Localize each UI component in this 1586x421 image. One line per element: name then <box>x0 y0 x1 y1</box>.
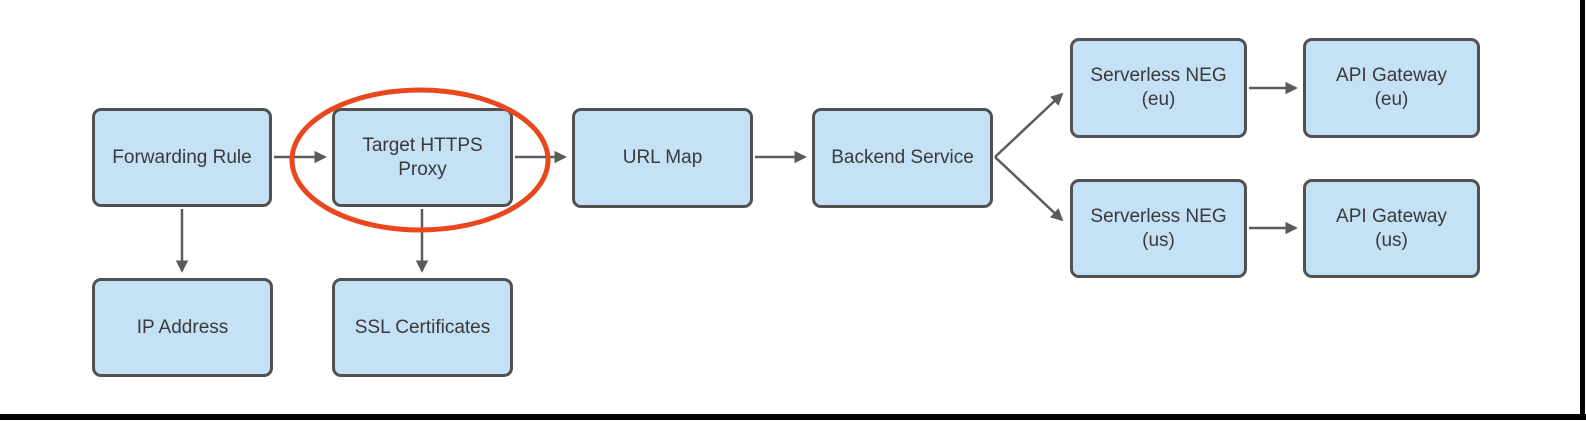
node-api-gateway-us: API Gateway (us) <box>1303 179 1480 278</box>
node-serverless-neg-eu-label: Serverless NEG (eu) <box>1090 65 1227 110</box>
right-frame-line <box>1580 0 1585 420</box>
node-serverless-neg-us: Serverless NEG (us) <box>1070 179 1247 278</box>
node-url-map-label: URL Map <box>622 147 703 168</box>
node-serverless-neg-us-label: Serverless NEG (us) <box>1090 205 1227 251</box>
bottom-frame-line <box>0 414 1586 420</box>
node-api-gateway-eu: API Gateway (eu) <box>1303 38 1480 138</box>
node-ssl-certificates-label: SSL Certificates <box>354 316 491 338</box>
node-serverless-neg-eu: Serverless NEG (eu) <box>1070 38 1247 138</box>
node-backend-service-label: Backend Service <box>831 147 974 168</box>
node-ip-address-label: IP Address <box>136 316 229 338</box>
node-api-gateway-eu-label: API Gateway (eu) <box>1336 65 1447 110</box>
node-ssl-certificates: SSL Certificates <box>332 278 513 377</box>
node-target-https-proxy: Target HTTPS Proxy <box>332 108 513 207</box>
node-forwarding-rule-label: Forwarding Rule <box>112 146 252 168</box>
node-api-gateway-us-label: API Gateway (us) <box>1336 205 1447 251</box>
node-target-https-proxy-label: Target HTTPS Proxy <box>362 134 483 180</box>
node-url-map: URL Map <box>572 108 753 208</box>
node-ip-address: IP Address <box>92 278 273 377</box>
arrow-backend-service-to-serverless-neg-us <box>994 156 1064 222</box>
node-backend-service: Backend Service <box>812 108 993 208</box>
arrow-backend-service-to-serverless-neg-eu <box>994 92 1064 158</box>
node-forwarding-rule: Forwarding Rule <box>92 108 272 207</box>
